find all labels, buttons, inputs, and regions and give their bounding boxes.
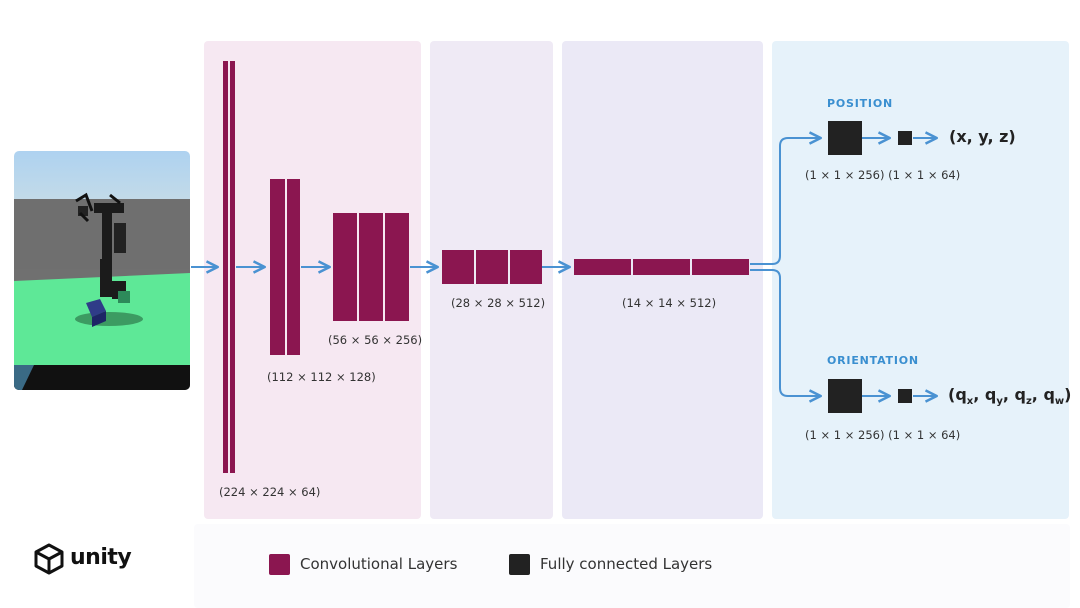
position-dims: (1 × 1 × 256) (1 × 1 × 64) [805,168,961,182]
position-fc-256 [828,121,862,155]
conv-layer-4a [442,250,474,284]
conv-block-1-dims: (224 × 224 × 64) [219,485,321,499]
conv-block-2-dims: (112 × 112 × 128) [267,370,376,384]
conv-layer-1b [230,61,235,473]
conv-block-5-dims: (14 × 14 × 512) [622,296,717,310]
conv-block-4-dims: (28 × 28 × 512) [451,296,546,310]
input-image [14,151,190,390]
panel-heads [772,41,1069,519]
conv-layer-3b [359,213,383,321]
conv-layer-5a [574,259,631,275]
legend-conv-label: Convolutional Layers [300,555,458,573]
position-heading: POSITION [827,97,893,110]
brand-name: unity [70,545,132,570]
orientation-output: (qx, qy, qz, qw) [948,385,1072,408]
panel-block-3 [562,41,763,519]
conv-layer-2a [270,179,285,355]
legend-fc-label: Fully connected Layers [540,555,713,573]
conv-layer-5c [692,259,749,275]
position-fc-64 [898,131,912,145]
orientation-fc-256 [828,379,862,413]
conv-layer-2b [287,179,300,355]
conv-block-3-dims: (56 × 56 × 256) [328,333,423,347]
unity-cube-icon [34,543,64,575]
orientation-fc-64 [898,389,912,403]
conv-layer-3c [385,213,409,321]
panel-block-1 [204,41,421,519]
conv-layer-1a [223,61,228,473]
conv-layer-4c [510,250,542,284]
orientation-heading: ORIENTATION [827,354,919,367]
orientation-dims: (1 × 1 × 256) (1 × 1 × 64) [805,428,961,442]
conv-layer-5b [633,259,690,275]
position-output: (x, y, z) [949,127,1016,146]
conv-layer-4b [476,250,508,284]
unity-logo: unity [32,542,132,578]
legend-fc-swatch [509,554,530,575]
legend-conv-swatch [269,554,290,575]
legend-background [194,524,1070,608]
conv-layer-3a [333,213,357,321]
